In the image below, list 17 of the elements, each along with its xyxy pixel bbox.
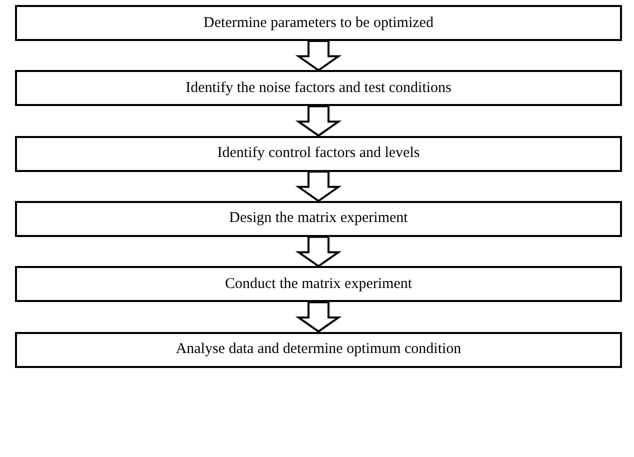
step-text: Determine parameters to be optimized [204,14,434,32]
block-arrow [295,105,342,137]
block-arrow [295,170,342,202]
block-arrow [295,236,342,268]
process-box [15,136,622,172]
step-text: Identify control factors and levels [217,145,420,162]
step-text: Analyse data and determine optimum condition [176,341,462,358]
process-box [15,5,622,41]
step-text: Design the matrix experiment [229,210,408,228]
process-box [15,266,622,302]
block-arrow [295,301,342,333]
process-box [15,332,622,368]
process-box [15,70,622,106]
step-text: Conduct the matrix experiment [224,276,412,293]
process-box [15,200,622,237]
step-text: Identify the noise factors and test conditions [186,80,452,97]
block-arrow [295,40,342,72]
